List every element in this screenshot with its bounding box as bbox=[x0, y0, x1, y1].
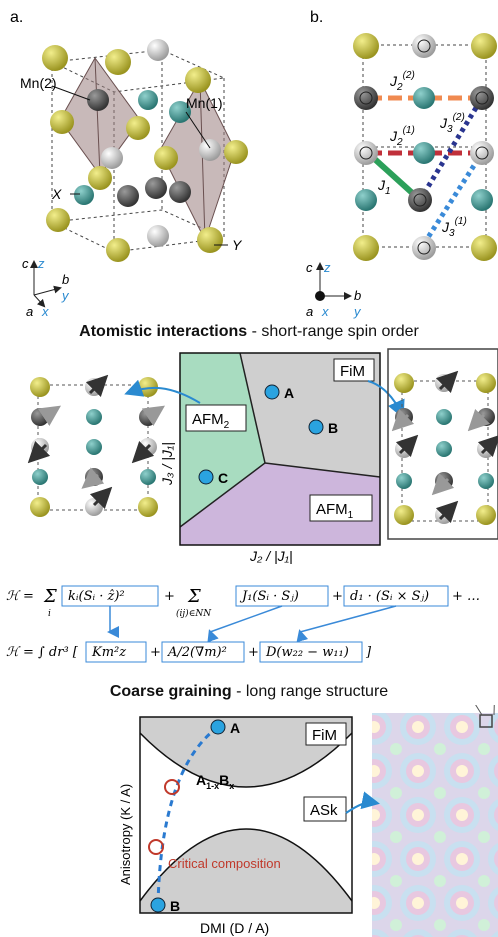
phase-ylabel: J₃ / |J₁| bbox=[159, 442, 175, 486]
svg-text:y: y bbox=[61, 288, 70, 303]
mn1-label: Mn(1) bbox=[186, 95, 223, 111]
section-coarse-header: Coarse graining - long range structure bbox=[109, 683, 389, 700]
y-site-label: Y bbox=[232, 237, 243, 253]
h1-tail: + … bbox=[452, 589, 480, 604]
j3-1-label: J3(1) bbox=[441, 216, 467, 239]
point-a bbox=[264, 384, 280, 400]
afm2-spin-cell bbox=[27, 374, 165, 517]
phase-xlabel: J₂ / |J₁| bbox=[249, 548, 293, 564]
svg-text:y: y bbox=[353, 304, 362, 319]
fim-spin-cell bbox=[387, 348, 498, 540]
fim-label-2: FiM bbox=[312, 727, 337, 744]
point-a-2-label: A bbox=[230, 720, 240, 736]
h1-sum2: Σ bbox=[187, 586, 201, 607]
svg-text:b: b bbox=[62, 272, 69, 287]
point-a-label: A bbox=[284, 385, 294, 401]
j2-2-label: J2(2) bbox=[389, 70, 415, 93]
point-b-2 bbox=[150, 897, 166, 913]
panel-a-label: a. bbox=[10, 9, 23, 26]
h2-end: ] bbox=[365, 645, 372, 660]
svg-text:x: x bbox=[41, 304, 49, 319]
h2-plus2: + bbox=[248, 645, 259, 660]
svg-text:c: c bbox=[306, 260, 313, 275]
h1-plus2: + bbox=[332, 589, 343, 604]
h2-plus1: + bbox=[150, 645, 161, 660]
point-c bbox=[198, 469, 214, 485]
zoom-marker bbox=[479, 714, 493, 728]
ask-label: ASk bbox=[310, 802, 338, 819]
j3-2-label: J3(2) bbox=[439, 112, 465, 135]
h1-sum2-sub: (ij)∈NN bbox=[176, 608, 212, 619]
afm2-label: AFM2 bbox=[192, 411, 230, 431]
mn2-label: Mn(2) bbox=[20, 75, 57, 91]
phase-diagram: FiM AFM2 AFM1 A B C J₂ / |J₁| J₃ / |J₁| bbox=[159, 352, 381, 564]
panel-b: b. J2(2) J2(1) J3(2) J1 J3(1) c z a x b bbox=[306, 9, 497, 319]
svg-text:c: c bbox=[22, 256, 29, 271]
h2-term-exchange: A/2(∇m)² bbox=[167, 645, 227, 660]
svg-text:a: a bbox=[26, 304, 33, 319]
h1-sum1: Σ bbox=[43, 586, 57, 607]
critical-point-upper bbox=[164, 779, 180, 795]
svg-text:z: z bbox=[37, 256, 45, 271]
svg-text:b: b bbox=[354, 288, 361, 303]
equations: ℋ = Σ i kᵢ(Sᵢ · ẑ)² + Σ (ij)∈NN J₁(Sᵢ · … bbox=[6, 585, 480, 663]
h1-plus1: + bbox=[164, 589, 175, 604]
section-atomistic-header: Atomistic interactions - short-range spi… bbox=[79, 323, 419, 340]
j1-label: J1 bbox=[377, 177, 391, 197]
h2-lhs: ℋ = ∫ dr³ [ bbox=[6, 645, 79, 660]
mix-label: A1-xBx bbox=[196, 772, 234, 791]
panel-a: a. Mn(2) Mn(1) X Y c bbox=[10, 9, 248, 319]
h1-term-dmi: d₁ · (Sᵢ × Sⱼ) bbox=[350, 589, 429, 604]
point-c-label: C bbox=[218, 470, 228, 486]
critical-label: Critical composition bbox=[168, 856, 281, 871]
composition-diagram: FiM ASk A B A1-xBx Critical composition … bbox=[118, 716, 353, 936]
h2-term-dmi: D(w₂₂ − w₁₁) bbox=[265, 645, 349, 660]
svg-text:a: a bbox=[306, 304, 313, 319]
skyrmion-lattice-image bbox=[372, 713, 498, 937]
atoms-a bbox=[42, 39, 248, 262]
middle-row: FiM AFM2 AFM1 A B C J₂ / |J₁| J₃ / |J₁| bbox=[27, 348, 498, 564]
arrow-to-afm2-cell bbox=[124, 379, 201, 404]
atoms-b bbox=[353, 33, 497, 261]
h1-term-anisotropy: kᵢ(Sᵢ · ẑ)² bbox=[68, 589, 125, 604]
axes-b: c z a x b y bbox=[306, 260, 362, 319]
point-a-2 bbox=[210, 719, 226, 735]
panel-b-label: b. bbox=[310, 9, 323, 26]
composition-xlabel: DMI (D / A) bbox=[200, 920, 269, 936]
svg-text:x: x bbox=[321, 304, 329, 319]
h1-lhs: ℋ = bbox=[6, 589, 34, 604]
svg-text:z: z bbox=[323, 260, 331, 275]
point-b bbox=[308, 419, 324, 435]
critical-point-lower bbox=[148, 839, 164, 855]
arrow-to-skyrmion bbox=[345, 791, 380, 814]
h1-sum1-sub: i bbox=[48, 609, 51, 619]
h2-term-anisotropy: Km²z bbox=[91, 645, 126, 660]
point-b-2-label: B bbox=[170, 898, 180, 914]
axes-a: c z b y a x bbox=[22, 256, 70, 319]
fim-label: FiM bbox=[340, 363, 365, 380]
j2-1-label: J2(1) bbox=[389, 125, 415, 148]
composition-ylabel: Anisotropy (K / A) bbox=[118, 784, 133, 885]
afm1-label: AFM1 bbox=[316, 501, 354, 521]
h1-term-exchange: J₁(Sᵢ · Sⱼ) bbox=[239, 589, 299, 604]
x-site-label: X bbox=[51, 186, 62, 202]
bottom-row: FiM ASk A B A1-xBx Critical composition … bbox=[118, 705, 498, 937]
point-b-label: B bbox=[328, 420, 338, 436]
